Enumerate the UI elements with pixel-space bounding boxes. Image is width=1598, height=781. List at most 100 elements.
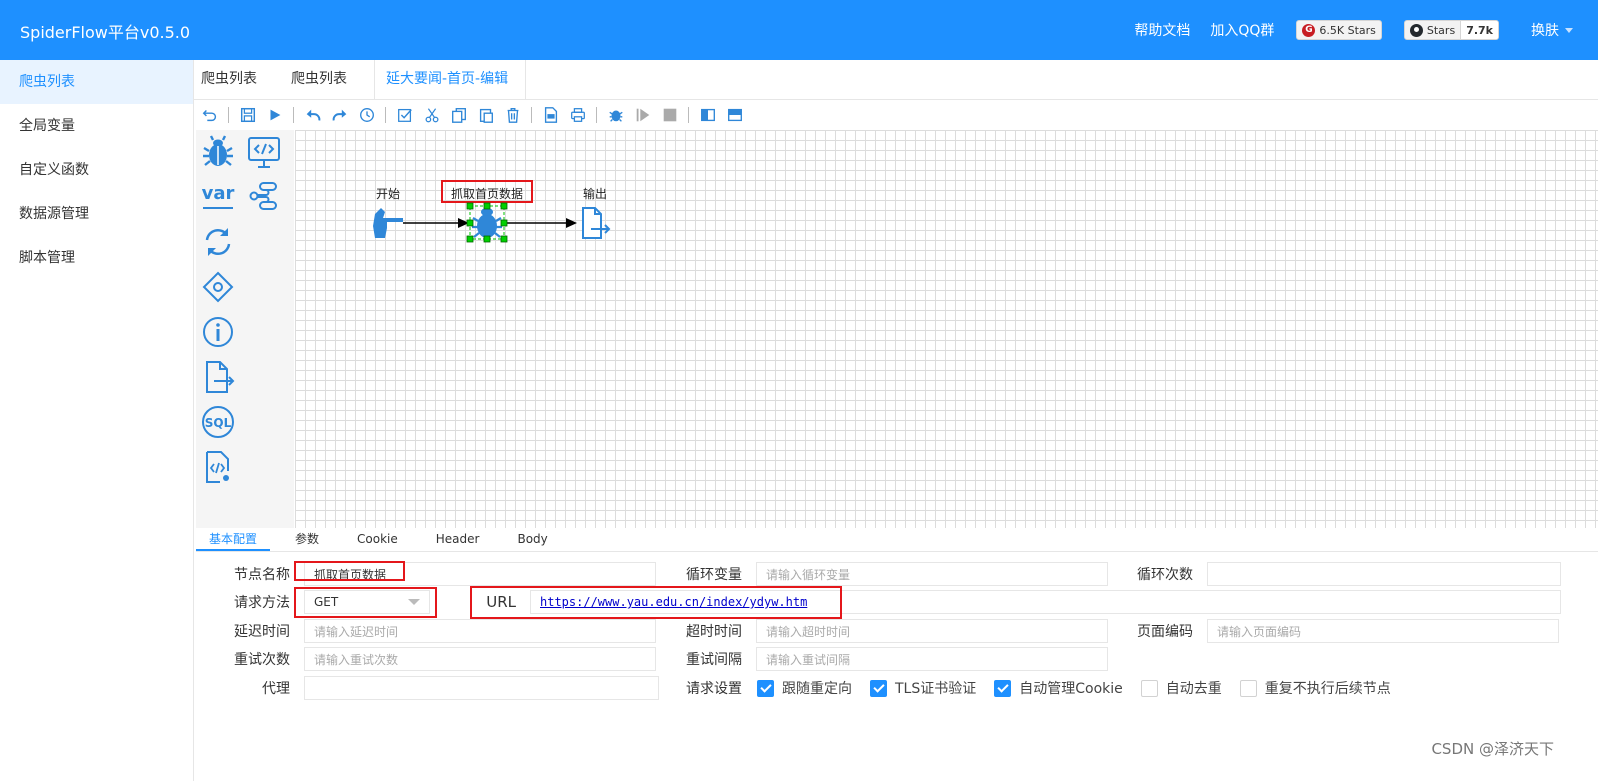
output-node-icon[interactable]: [198, 357, 238, 397]
spider-node-icon[interactable]: [198, 132, 238, 172]
retry-interval-input[interactable]: 请输入重试间隔: [756, 647, 1108, 671]
export-image-icon[interactable]: [537, 103, 564, 127]
tab-body[interactable]: Body: [517, 532, 548, 546]
gitee-stars-label: 6.5K Stars: [1319, 23, 1376, 37]
github-icon: [1409, 23, 1423, 37]
history-icon[interactable]: [353, 103, 380, 127]
select-all-icon[interactable]: [391, 103, 418, 127]
loop-node-icon[interactable]: [198, 222, 238, 262]
comment-node-icon[interactable]: [198, 312, 238, 352]
sidebar-item-custom-functions[interactable]: 自定义函数: [19, 162, 89, 178]
tab-header[interactable]: Header: [435, 532, 480, 546]
redo-icon[interactable]: [326, 103, 353, 127]
tab-spider-list-1[interactable]: 爬虫列表: [201, 71, 257, 87]
page-encoding-input[interactable]: 请输入页面编码: [1207, 619, 1559, 643]
function-node-icon[interactable]: [244, 176, 284, 216]
proxy-input[interactable]: [304, 676, 659, 700]
resume-icon[interactable]: [629, 103, 656, 127]
tab-basic-config[interactable]: 基本配置: [196, 528, 271, 551]
toggle-right-panel-icon[interactable]: [694, 103, 721, 127]
retry-count-input[interactable]: 请输入重试次数: [304, 647, 656, 671]
flow-graph: [373, 202, 611, 243]
delay-time-input[interactable]: 请输入延迟时间: [304, 619, 656, 643]
sidebar-item-scripts[interactable]: 脚本管理: [19, 250, 75, 266]
tab-bar: 爬虫列表 爬虫列表 延大要闻-首页-编辑: [194, 60, 1598, 100]
arrow-head-icon: [458, 218, 469, 228]
timeout-input[interactable]: 请输入超时时间: [756, 619, 1108, 643]
skin-label: 换肤: [1531, 23, 1559, 39]
github-stars-label: Stars: [1426, 23, 1456, 37]
tls-verify-label: TLS证书验证: [895, 681, 977, 697]
output-node-icon: [582, 207, 611, 239]
condition-node-icon[interactable]: [198, 267, 238, 307]
tab-params[interactable]: 参数: [295, 532, 320, 546]
save-icon[interactable]: [234, 103, 261, 127]
tab-cookie[interactable]: Cookie: [357, 532, 398, 546]
node-palette: var SQL: [196, 130, 294, 528]
delete-icon[interactable]: [499, 103, 526, 127]
debug-icon[interactable]: [602, 103, 629, 127]
back-icon[interactable]: [196, 103, 223, 127]
loop-variable-input[interactable]: 请输入循环变量: [756, 562, 1108, 586]
node-name-label: 节点名称: [234, 567, 290, 583]
retry-count-label: 重试次数: [234, 652, 290, 668]
help-docs-link[interactable]: 帮助文档: [1134, 23, 1191, 39]
auto-cookie-checkbox[interactable]: [994, 679, 1012, 697]
auto-dedupe-checkbox[interactable]: [1140, 679, 1158, 697]
print-icon[interactable]: [564, 103, 591, 127]
url-label: URL: [486, 593, 516, 611]
copy-icon[interactable]: [445, 103, 472, 127]
request-method-value: GET: [314, 595, 339, 609]
join-qq-group-link[interactable]: 加入QQ群: [1210, 23, 1275, 39]
request-method-select[interactable]: GET: [304, 590, 430, 614]
follow-redirect-label: 跟随重定向: [782, 681, 852, 697]
svg-text:SQL: SQL: [205, 416, 232, 430]
request-method-label: 请求方法: [234, 595, 290, 611]
watermark: CSDN @泽济天下: [1431, 740, 1554, 758]
skip-duplicate-checkbox[interactable]: [1239, 679, 1257, 697]
tab-spider-list-2[interactable]: 爬虫列表: [291, 71, 347, 87]
page-encoding-label: 页面编码: [1137, 624, 1193, 640]
stop-icon[interactable]: [656, 103, 683, 127]
cut-icon[interactable]: [418, 103, 445, 127]
run-icon[interactable]: [261, 103, 288, 127]
paste-icon[interactable]: [472, 103, 499, 127]
code-node-icon[interactable]: [244, 132, 284, 172]
variable-node-icon[interactable]: var: [198, 176, 238, 216]
node-name-input-highlight: [294, 561, 405, 581]
loop-count-input[interactable]: [1207, 562, 1561, 586]
toggle-bottom-panel-icon[interactable]: [721, 103, 748, 127]
fetch-node-icon: [466, 202, 508, 243]
node-name-highlight: [441, 180, 533, 203]
skin-menu[interactable]: 换肤: [1531, 20, 1573, 40]
sidebar-item-spider-list[interactable]: 爬虫列表: [0, 60, 193, 104]
undo-icon[interactable]: [299, 103, 326, 127]
sidebar-item-datasource[interactable]: 数据源管理: [19, 206, 89, 222]
sidebar-item-global-variables[interactable]: 全局变量: [19, 118, 75, 134]
request-method-highlight: [294, 587, 437, 618]
request-settings-label: 请求设置: [686, 681, 742, 697]
retry-interval-label: 重试间隔: [686, 652, 742, 668]
node-name-input[interactable]: 抓取首页数据: [304, 562, 656, 586]
url-value: https://www.yau.edu.cn/index/ydyw.htm: [540, 595, 808, 609]
start-node-icon: [373, 208, 403, 238]
loop-count-label: 循环次数: [1137, 567, 1193, 583]
loop-variable-label: 循环变量: [686, 567, 742, 583]
proxy-label: 代理: [262, 681, 290, 697]
flow-canvas[interactable]: 开始 抓取首页数据 输出: [295, 130, 1598, 528]
gitee-icon: G: [1302, 23, 1316, 37]
script-node-icon[interactable]: [198, 447, 238, 487]
fetch-node-label: 抓取首页数据: [451, 187, 524, 201]
timeout-label: 超时时间: [686, 624, 742, 640]
github-stars-badge[interactable]: Stars 7.7k: [1403, 20, 1499, 40]
skip-duplicate-label: 重复不执行后续节点: [1264, 681, 1391, 697]
tab-edit-flow[interactable]: 延大要闻-首页-编辑: [374, 60, 527, 99]
follow-redirect-checkbox[interactable]: [757, 679, 774, 697]
tls-verify-checkbox[interactable]: [870, 679, 887, 697]
url-input[interactable]: https://www.yau.edu.cn/index/ydyw.htm: [530, 590, 1561, 614]
auto-cookie-label: 自动管理Cookie: [1019, 681, 1123, 697]
sql-node-icon[interactable]: SQL: [198, 402, 238, 442]
delay-time-label: 延迟时间: [234, 624, 290, 640]
